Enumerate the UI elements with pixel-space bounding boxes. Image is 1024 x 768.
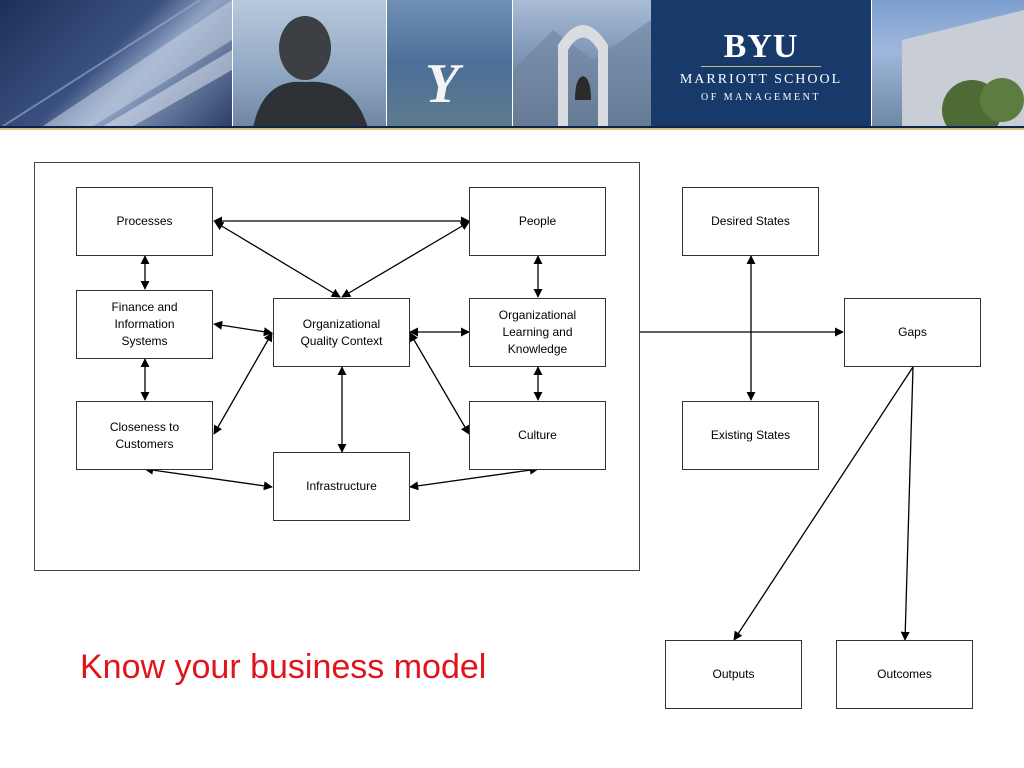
box-people: People (469, 187, 606, 256)
tree-building-graphic (902, 10, 1024, 128)
banner-photo-statue (233, 0, 386, 128)
logo-subtitle-text: OF MANAGEMENT (701, 92, 821, 103)
y-mountain-icon: Y (425, 53, 460, 115)
header-banner: Y BYU MARRIOTT SCHOOL OF MANAGEMENT (0, 0, 1024, 130)
logo-divider (701, 66, 821, 67)
logo-school-text: MARRIOTT SCHOOL (679, 72, 843, 87)
banner-photo-mountain-y: Y (387, 0, 512, 128)
box-culture: Culture (469, 401, 606, 470)
statue-graphic (253, 16, 368, 128)
organizational-context-frame (34, 162, 640, 571)
box-closeness-to-customers: Closeness to Customers (76, 401, 213, 470)
slide-title: Know your business model (80, 648, 487, 686)
box-organizational-quality-context: Organizational Quality Context (273, 298, 410, 367)
box-finance-information-systems: Finance and Information Systems (76, 290, 213, 359)
box-organizational-learning-knowledge: Organizational Learning and Knowledge (469, 298, 606, 367)
box-outcomes: Outcomes (836, 640, 973, 709)
box-existing-states: Existing States (682, 401, 819, 470)
banner-photo-building (0, 0, 232, 128)
building-glass-graphic (0, 0, 232, 128)
banner-photo-bell (513, 0, 651, 128)
box-desired-states: Desired States (682, 187, 819, 256)
logo-text: BYU (723, 28, 799, 65)
box-outputs: Outputs (665, 640, 802, 709)
banner-photo-tree-building (872, 0, 1024, 128)
banner-divider-dark (0, 126, 1024, 128)
box-gaps: Gaps (844, 298, 981, 367)
bell-tower-graphic (513, 20, 651, 128)
arrow-gaps-outcomes (900, 366, 914, 641)
box-processes: Processes (76, 187, 213, 256)
box-infrastructure: Infrastructure (273, 452, 410, 521)
byu-logo: BYU MARRIOTT SCHOOL OF MANAGEMENT (651, 0, 871, 128)
banner-divider-gold (0, 128, 1024, 130)
